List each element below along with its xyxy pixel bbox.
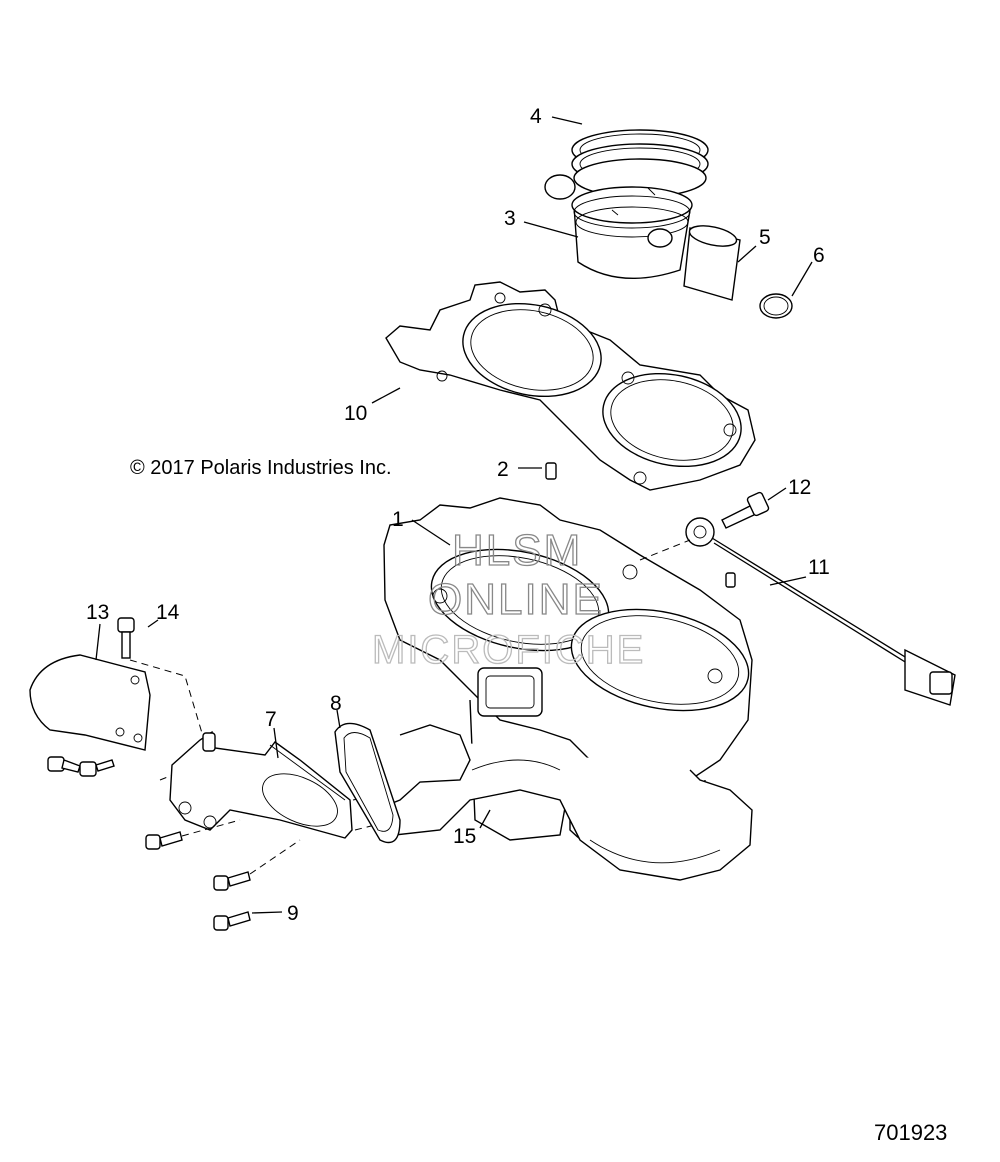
heat-shield xyxy=(29,654,151,751)
watermark-line-1: HLSM xyxy=(452,526,582,575)
thermostat-housing xyxy=(169,730,353,839)
piston xyxy=(571,186,693,279)
callout-15: 15 xyxy=(453,825,476,848)
copyright-notice: © 2017 Polaris Industries Inc. xyxy=(130,457,392,479)
callout-3: 3 xyxy=(504,207,516,230)
watermark: HLSM ONLINE MICROFICHE xyxy=(371,525,645,672)
shield-bolt xyxy=(117,617,135,659)
callout-labels: 4 3 5 6 10 2 12 1 11 13 14 8 7 15 9 xyxy=(86,105,830,925)
callout-4: 4 xyxy=(530,105,542,128)
callout-2: 2 xyxy=(497,458,509,481)
knock-sensor-bolt xyxy=(721,491,770,529)
leader-lines xyxy=(95,116,813,914)
watermark-line-3: MICROFICHE xyxy=(372,628,645,672)
callout-13: 13 xyxy=(86,601,109,624)
document-number: 701923 xyxy=(874,1120,947,1145)
watermark-line-2: ONLINE xyxy=(428,575,604,624)
piston-clip-left xyxy=(544,174,576,200)
pin-clip xyxy=(759,293,793,319)
callout-10: 10 xyxy=(344,402,367,425)
base-gasket xyxy=(379,724,753,881)
dowel-pin-2 xyxy=(725,572,736,588)
callout-6: 6 xyxy=(813,244,825,267)
knock-sensor xyxy=(685,517,956,706)
housing-gasket xyxy=(334,722,401,844)
callout-8: 8 xyxy=(330,692,342,715)
callout-14: 14 xyxy=(156,601,180,624)
callout-9: 9 xyxy=(287,902,299,925)
callout-12: 12 xyxy=(788,476,811,499)
callout-5: 5 xyxy=(759,226,771,249)
shield-bolts-lower xyxy=(47,756,115,777)
callout-7: 7 xyxy=(265,708,277,731)
piston-rings xyxy=(571,129,709,198)
dowel-pin xyxy=(545,462,557,480)
housing-bolts xyxy=(145,831,251,931)
piston-pin xyxy=(683,225,741,301)
head-gasket xyxy=(385,281,756,491)
callout-11: 11 xyxy=(808,556,830,579)
callout-1: 1 xyxy=(392,508,404,531)
